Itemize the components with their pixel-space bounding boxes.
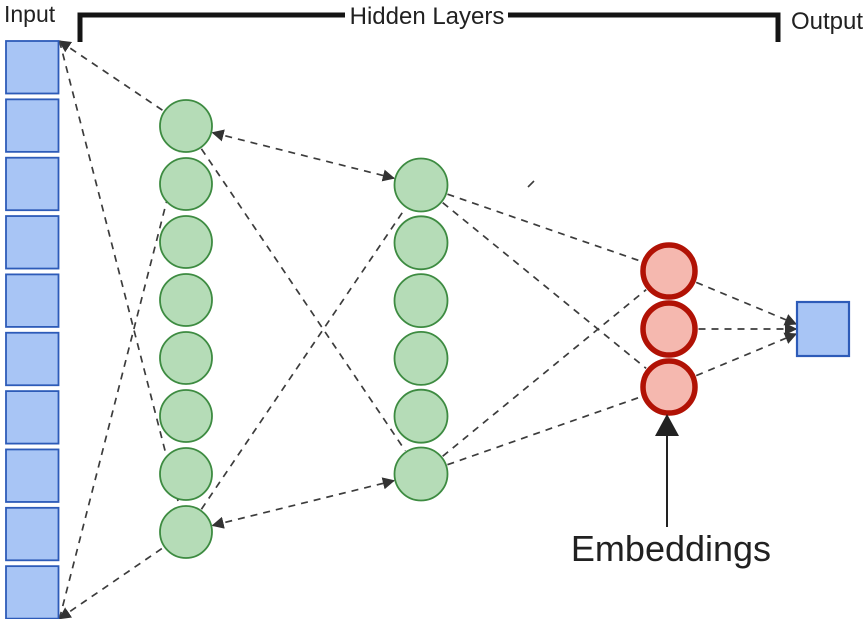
hidden2-node-5 [393, 446, 449, 502]
hidden-layers-label: Hidden Layers [350, 3, 505, 30]
input-node-7 [5, 448, 60, 503]
output-label: Output [791, 8, 863, 35]
input-node-3 [5, 215, 60, 270]
hidden1-node-1 [159, 157, 213, 211]
connection-line [447, 193, 642, 263]
connection-line [695, 332, 798, 377]
output-node [795, 300, 851, 358]
stray-mark [527, 180, 535, 188]
input-node-9 [5, 565, 60, 620]
connection-line [200, 148, 407, 452]
hidden1-node-0 [159, 99, 213, 153]
hidden2-node-4 [393, 388, 449, 444]
connection-line [442, 202, 647, 370]
connection-line [58, 546, 164, 620]
input-node-2 [5, 156, 60, 212]
embedding-node-2 [640, 358, 698, 416]
connection-line [695, 281, 798, 326]
hidden1-node-4 [159, 331, 213, 385]
input-label: Input [4, 1, 56, 27]
connection-line [211, 129, 396, 182]
hidden1-node-2 [159, 215, 213, 269]
embeddings-arrowhead [655, 414, 679, 436]
connection-line [442, 289, 647, 457]
connection-line [447, 395, 642, 466]
hidden1-node-7 [159, 505, 213, 559]
hidden2-node-0 [393, 157, 449, 213]
input-node-5 [5, 331, 60, 387]
connection-line [58, 40, 180, 506]
connection-line [211, 477, 396, 529]
hidden2-node-3 [393, 330, 449, 386]
input-node-6 [5, 390, 60, 445]
hidden1-node-3 [159, 273, 213, 327]
connection-line [58, 152, 180, 619]
input-node-4 [5, 273, 60, 328]
input-node-1 [5, 98, 60, 153]
input-node-0 [5, 40, 60, 95]
connection-line [58, 40, 164, 112]
hidden2-node-1 [393, 215, 449, 271]
embeddings-label: Embeddings [571, 528, 771, 569]
connections-layer [58, 40, 798, 620]
embedding-node-1 [640, 300, 698, 358]
hidden1-node-5 [159, 389, 213, 443]
input-node-8 [5, 506, 60, 562]
hidden2-node-2 [393, 273, 449, 329]
embedding-node-0 [640, 242, 698, 300]
hidden-layers-bracket [77, 12, 781, 42]
hidden1-node-6 [159, 447, 213, 501]
embeddings-pointer-arrow [655, 414, 679, 527]
connection-line [200, 207, 407, 510]
nodes-layer [5, 40, 851, 620]
